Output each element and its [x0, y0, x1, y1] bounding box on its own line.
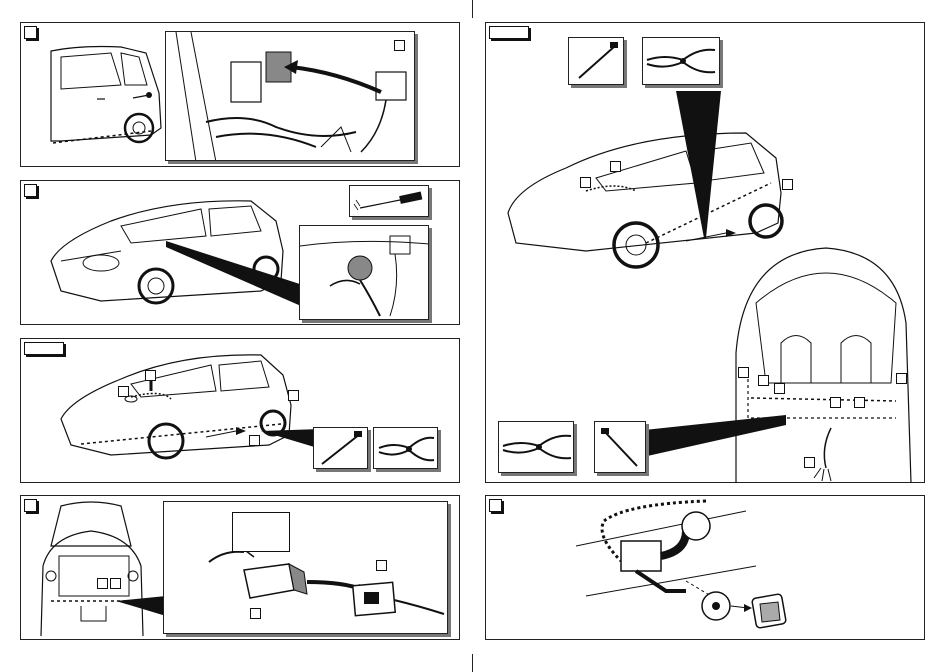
callout-g	[250, 608, 261, 619]
screwdriver-inset	[349, 185, 429, 217]
page-divider-bottom	[472, 654, 473, 672]
callout-j	[610, 161, 621, 172]
panel-step-3	[20, 338, 460, 483]
cable-tie-icon	[595, 422, 646, 473]
panel-step-4	[20, 495, 460, 640]
cable-tie-inset-lower	[594, 421, 646, 473]
callout-connector	[394, 40, 405, 51]
pliers-icon	[499, 422, 574, 473]
pliers-icon	[374, 428, 438, 469]
cable-tie-inset	[313, 427, 368, 469]
connector-inset	[163, 501, 448, 634]
callout-o	[896, 373, 907, 384]
callout-c	[288, 390, 299, 401]
screwdriver-icon	[350, 186, 429, 217]
panel-step-1	[20, 22, 460, 167]
engine-bay-inset	[165, 31, 415, 161]
callout-i	[580, 177, 591, 188]
panel-step-2	[20, 180, 460, 325]
callout-e	[97, 578, 108, 589]
callout-f	[110, 578, 121, 589]
headlight-wiring-inset	[299, 225, 429, 320]
callout-b	[145, 370, 156, 381]
panel-step-6	[485, 495, 925, 640]
callout-h	[376, 560, 387, 571]
panel-step-5	[485, 22, 925, 483]
tow-bar-icon	[486, 496, 926, 641]
callout-d	[249, 435, 260, 446]
connector-icon	[164, 502, 448, 634]
callout-k	[782, 179, 793, 190]
pliers-inset	[373, 427, 438, 469]
callout-n	[774, 383, 785, 394]
car-side-icon	[508, 133, 781, 251]
callout-l	[738, 367, 749, 378]
callout-p	[830, 397, 841, 408]
cable-tie-icon	[314, 428, 368, 469]
callout-r	[804, 457, 815, 468]
page-divider-top	[472, 0, 473, 18]
pliers-inset-lower	[498, 421, 574, 473]
car-rear-icon	[736, 248, 911, 483]
callout-a	[118, 386, 129, 397]
callout-m	[758, 375, 769, 386]
connector-label	[232, 512, 290, 552]
callout-q	[854, 397, 865, 408]
